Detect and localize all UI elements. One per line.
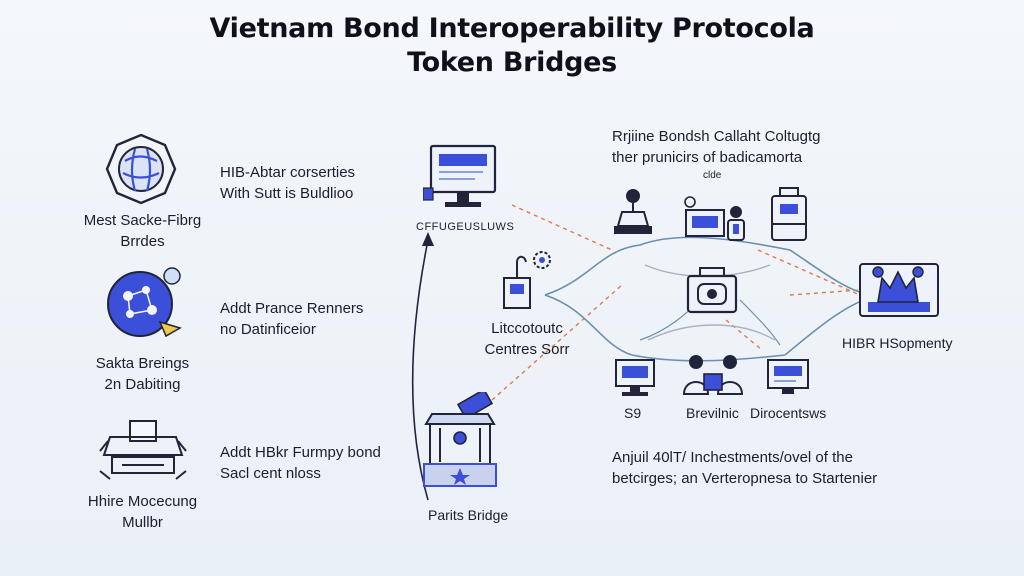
monitor-label: CFFUGEUSLUWS bbox=[416, 221, 515, 233]
bank-bridge-icon bbox=[423, 392, 497, 487]
workstation-user-icon bbox=[684, 196, 745, 241]
plant-building-icon bbox=[503, 251, 551, 309]
curve-left-top bbox=[544, 244, 641, 296]
right-footer: Anjuil 40lT/ Inchestments/ovel of the be… bbox=[612, 449, 878, 487]
right-header: Rrjiine Bondsh Callaht Coltugtg ther pru… bbox=[612, 128, 821, 166]
small-label: clde bbox=[703, 170, 722, 181]
page-title: Vietnam Bond Interoperability Protocola … bbox=[0, 12, 1024, 80]
vertical-flow-arrow bbox=[411, 239, 429, 501]
left-text-3: Addt HBkr Furmpy bond Sacl cent nloss bbox=[220, 444, 381, 482]
curve-mid-bottom bbox=[631, 354, 786, 362]
dashed-link-right-2 bbox=[789, 289, 861, 296]
deployment-icon bbox=[859, 263, 939, 317]
monitor-icon bbox=[423, 144, 497, 207]
left-caption-1: Mest Sacke-Fibrg Brrdes bbox=[83, 212, 202, 250]
bottom-label-1: S9 bbox=[624, 405, 642, 421]
deployment-label: HIBR HSopmenty bbox=[842, 335, 953, 351]
dashed-link-bottom bbox=[725, 319, 763, 351]
bank-label: Parits Bridge bbox=[428, 507, 509, 523]
dashed-link-right bbox=[757, 249, 861, 296]
left-text-2: Addt Prance Renners no Datinficeior bbox=[220, 300, 364, 338]
blue-arc-inner-2 bbox=[739, 299, 781, 346]
bottom-label-2: Brevilnic bbox=[686, 405, 739, 421]
centre-label: Litccotoutc Centres Sorr bbox=[484, 320, 570, 358]
title-line-2: Token Bridges bbox=[407, 47, 617, 78]
left-caption-3: Hhire Mocecung Mullbr bbox=[87, 493, 198, 531]
central-terminal-icon bbox=[686, 267, 738, 314]
curve-left-bottom bbox=[544, 294, 633, 356]
grey-arc-bottom bbox=[647, 324, 776, 341]
left-text-1: HIB-Abtar corserties With Sutt is Buldli… bbox=[220, 164, 356, 202]
network-wheel-icon bbox=[105, 133, 177, 205]
globe-gear-icon bbox=[107, 267, 182, 338]
case-device-icon bbox=[771, 187, 807, 241]
dashed-link-bank bbox=[491, 284, 623, 401]
laptop-node-icon bbox=[615, 359, 655, 396]
title-line-1: Vietnam Bond Interoperability Protocola bbox=[209, 13, 815, 44]
curve-mid-top bbox=[639, 236, 791, 251]
server-stack-icon bbox=[99, 420, 187, 480]
arrow-head-top bbox=[422, 232, 434, 246]
display-node-icon bbox=[767, 359, 809, 394]
dashed-link-monitor bbox=[511, 204, 613, 251]
bottom-label-3: Dirocentsws bbox=[750, 405, 827, 421]
lamp-node-icon bbox=[614, 189, 652, 234]
team-users-icon bbox=[682, 355, 744, 395]
left-caption-2: Sakta Breings 2n Dabiting bbox=[95, 355, 190, 393]
